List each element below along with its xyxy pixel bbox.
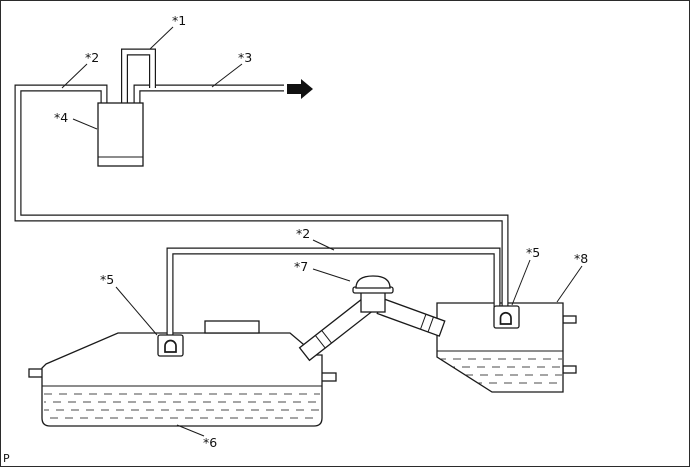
callout-3-leader — [211, 63, 243, 88]
callout-6: *6 — [203, 435, 217, 450]
main-tank-fuel-level — [42, 385, 322, 419]
callout-5b: *5 — [100, 272, 114, 287]
callout-2b: *2 — [296, 226, 310, 241]
main-tank-body — [41, 332, 323, 427]
callout-2a-leader — [61, 63, 88, 89]
charcoal-canister — [97, 102, 144, 167]
sub-tank-body — [436, 302, 564, 393]
fuel-filler-assembly — [298, 275, 446, 362]
callout-3: *3 — [238, 50, 252, 65]
vent-pipe — [14, 84, 509, 310]
sub-tank-fuel-level — [437, 350, 563, 384]
main-tank-hatch-plate — [204, 320, 260, 334]
fuel-pump-flange-sub — [493, 305, 520, 329]
page-marker: P — [3, 452, 10, 465]
callout-7: *7 — [294, 259, 308, 274]
callout-7-leader — [312, 268, 351, 282]
callout-5a-leader — [511, 259, 531, 306]
transfer-pipe — [166, 247, 501, 342]
flow-arrow-icon — [287, 79, 313, 99]
callout-4-leader — [72, 118, 98, 130]
fuel-pump-flange-main — [157, 334, 184, 357]
sub-tank-mount-tab-bottom — [562, 365, 577, 374]
callout-2b-leader — [312, 239, 335, 251]
purge-loop-pipe — [121, 48, 156, 103]
filler-cap — [355, 275, 391, 289]
outlet-pipe — [133, 84, 284, 103]
callout-8-leader — [556, 265, 583, 303]
callout-8: *8 — [574, 251, 588, 266]
main-fuel-tank — [28, 320, 337, 427]
sub-fuel-tank — [436, 302, 577, 393]
callout-1: *1 — [172, 13, 186, 28]
callout-2a: *2 — [85, 50, 99, 65]
callout-6-leader — [176, 424, 205, 437]
filler-neck — [360, 291, 386, 313]
sub-tank-mount-tab-top — [562, 315, 577, 324]
callout-1-leader — [149, 26, 174, 50]
callout-4: *4 — [54, 110, 68, 125]
callout-5b-leader — [115, 286, 158, 336]
callout-5a: *5 — [526, 245, 540, 260]
